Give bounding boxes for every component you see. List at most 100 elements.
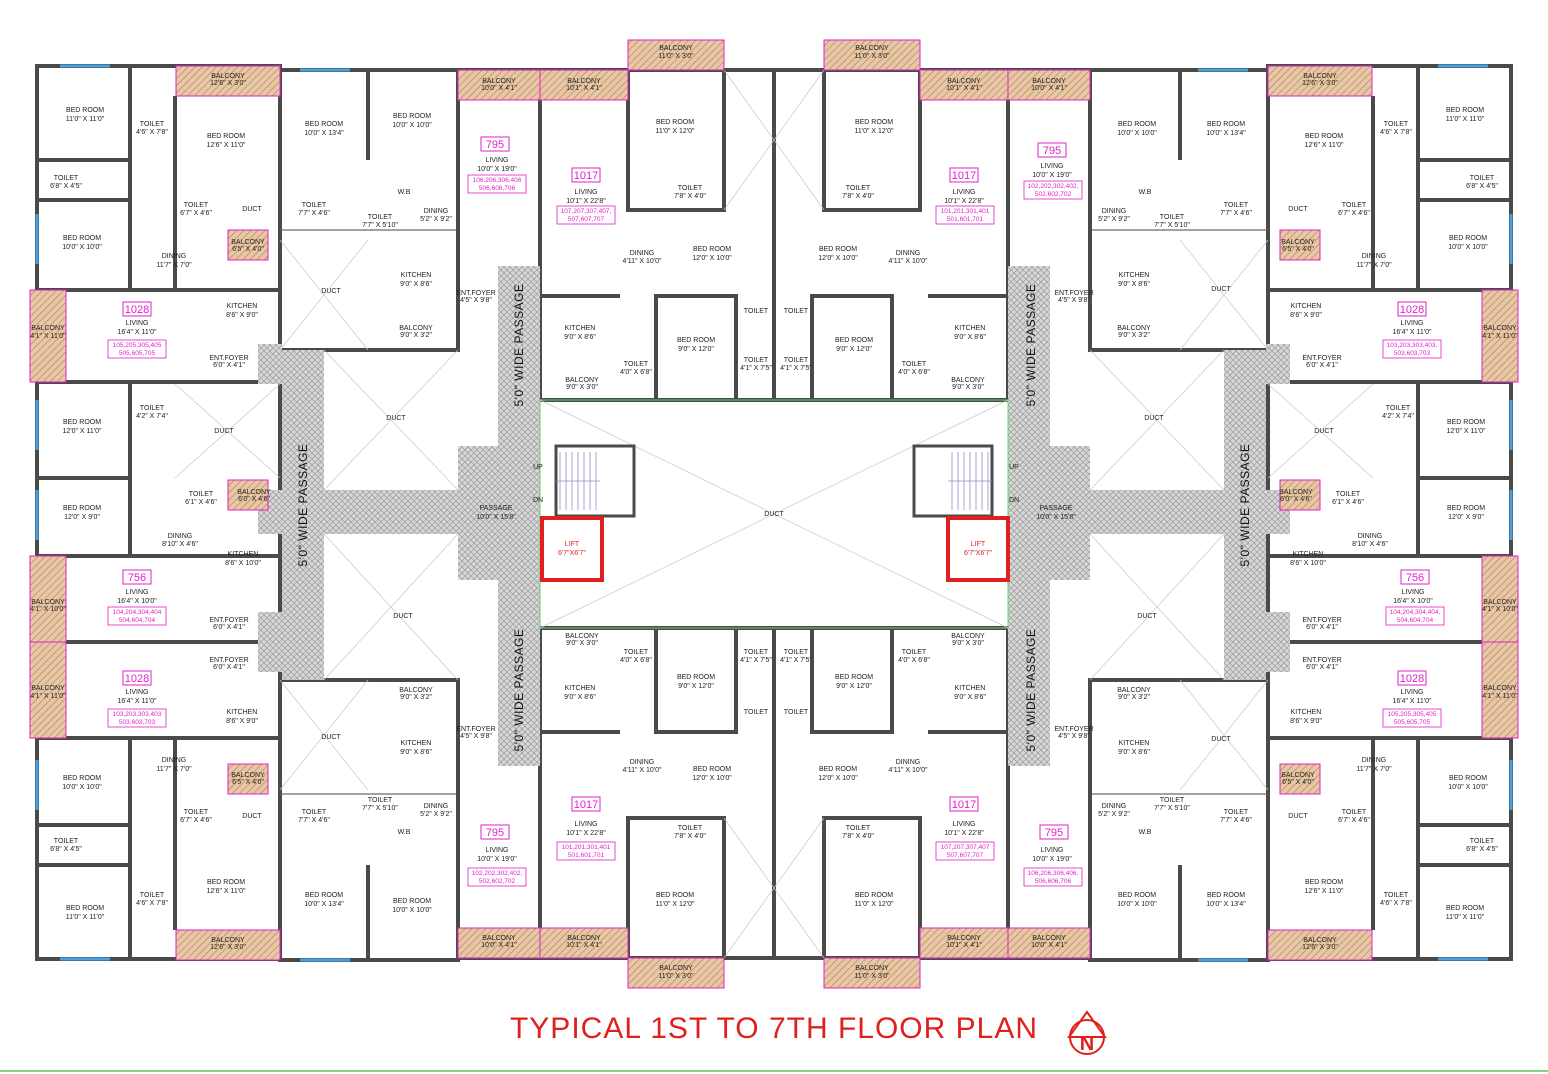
room-name: BALCONY (565, 633, 599, 640)
room-name: KITCHEN (1119, 740, 1150, 747)
room-size: 10'1" X 4'1" (946, 85, 982, 92)
room-size: 9'0" X 8'6" (954, 334, 986, 341)
room-name: BALCONY (211, 73, 245, 80)
room-size: 4'11" X 10'0" (622, 767, 662, 774)
room-name: TOILET (744, 308, 769, 315)
room-name: BALCONY (947, 935, 981, 942)
room-size: 4'1" X 11'0" (1482, 333, 1518, 340)
room-size: 7'8" X 4'0" (674, 833, 706, 840)
room-size: 11'0" X 12'0" (655, 901, 695, 908)
room-name: DINING (1102, 803, 1127, 810)
room-name: TOILET (1224, 809, 1249, 816)
unit-numbers: 103,203,303,403 (113, 711, 162, 718)
room-name: TOILET (1470, 838, 1495, 845)
room-size: 10'0" X 4'1" (1031, 942, 1067, 949)
room-size: 4'1" X 7'5" (780, 365, 812, 372)
room-name: W.B (1139, 189, 1152, 196)
room-name: BALCONY (1279, 489, 1313, 496)
room-size: 5'2" X 9'2" (1098, 216, 1130, 223)
room-name: BALCONY (565, 377, 599, 384)
passage-label-center-sw: 5'0" WIDE PASSAGE (512, 629, 526, 752)
room-size: 6'5" X 4'0" (232, 779, 264, 786)
room-name: BED ROOM (677, 674, 715, 681)
staircase-left (554, 444, 636, 518)
room-name: BALCONY (231, 772, 265, 779)
room-name: TOILET (624, 361, 649, 368)
room-size: 12'0" X 10'0" (818, 255, 858, 262)
room-name: KITCHEN (227, 303, 258, 310)
unit-numbers: 104,204,304,404 (113, 609, 162, 616)
room-name: DINING (162, 757, 187, 764)
room-name: BALCONY (231, 239, 265, 246)
room-size: 4'1" X 11'0" (30, 693, 66, 700)
passage-right-name: PASSAGE (1040, 505, 1073, 512)
room-size: 16'4" X 10'0" (1393, 598, 1433, 605)
north-arrow-icon: N (1067, 1010, 1107, 1055)
room-name: BALCONY (1117, 325, 1151, 332)
duct-label: DUCT (321, 734, 341, 741)
room-size: 4'0" X 6'8" (620, 657, 652, 664)
room-size: 4'11" X 10'0" (888, 258, 928, 265)
room-name: BED ROOM (855, 892, 893, 899)
room-name: BED ROOM (305, 892, 343, 899)
room-name: BED ROOM (1449, 775, 1487, 782)
room-size: 8'6" X 9'0" (226, 718, 258, 725)
room-size: 11'0" X 11'0" (66, 914, 105, 921)
lift-left-label: LIFT (565, 541, 580, 548)
room-size: 7'7" X 4'6" (1220, 817, 1252, 824)
room-name: BED ROOM (677, 337, 715, 344)
room-size: 4'1" X 7'5" (740, 657, 772, 664)
room-size: 10'1" X 22'8" (566, 830, 606, 837)
room-size: 11'0" X 12'0" (854, 901, 894, 908)
unit-numbers: 501,601,701 (947, 216, 984, 223)
room-size: 4'1" X 10'0" (30, 606, 66, 613)
room-labels-west-middle: BED ROOM 12'0" X 11'0" TOILET 4'2" X 7'4… (30, 288, 413, 741)
room-name: KITCHEN (228, 551, 259, 558)
stair-right-dn: DN (1009, 497, 1019, 504)
room-size: 9'0" X 8'6" (564, 334, 596, 341)
room-size: 12'0" X 10'0" (818, 775, 858, 782)
room-size: 7'8" X 4'0" (842, 193, 874, 200)
room-name: TOILET (784, 709, 809, 716)
room-size: 11'0" X 3'0" (854, 53, 890, 60)
room-name: BED ROOM (63, 505, 101, 512)
room-size: 4'5" X 9'8" (460, 733, 492, 740)
room-labels-east-north: BED ROOM 11'0" X 11'0" TOILET 4'6" X 7'8… (780, 45, 1518, 391)
room-size: 4'6" X 7'8" (136, 129, 168, 136)
room-name: DINING (896, 759, 921, 766)
room-size: 11'0" X 3'0" (658, 53, 694, 60)
unit-area: 1028 (125, 673, 149, 685)
balconies (29, 39, 1519, 989)
room-size: 10'0" X 10'0" (62, 244, 102, 251)
room-size: 4'0" X 6'8" (898, 369, 930, 376)
room-size: 7'7" X 5'10" (362, 222, 398, 229)
room-size: 10'0" X 10'0" (1448, 784, 1488, 791)
room-name: TOILET (744, 649, 769, 656)
room-name: ENT.FOYER (1054, 290, 1093, 297)
room-name: BALCONY (1483, 325, 1517, 332)
unit-numbers: 505,605,705 (1394, 719, 1431, 726)
room-size: 9'0" X 3'2" (400, 332, 432, 339)
room-size: 12'6" X 11'0" (1304, 888, 1344, 895)
room-name: KITCHEN (1291, 303, 1322, 310)
unit-numbers: 504,604,704 (1397, 617, 1434, 624)
room-name: LIVING (1402, 589, 1425, 596)
room-size: 8'6" X 9'0" (1290, 312, 1322, 319)
stair-left-up: UP (533, 464, 543, 471)
room-size: 11'0" X 12'0" (655, 128, 695, 135)
room-size: 7'8" X 4'0" (842, 833, 874, 840)
room-name: KITCHEN (1291, 709, 1322, 716)
room-size: 9'0" X 3'0" (952, 640, 984, 647)
room-name: TOILET (784, 649, 809, 656)
room-name: BALCONY (1032, 78, 1066, 85)
unit-tag: 795 102,202,302,402, 502,602,702 (467, 824, 527, 887)
room-name: TOILET (140, 405, 165, 412)
unit-area: 1017 (952, 170, 976, 182)
room-size: 7'7" X 5'10" (362, 805, 398, 812)
unit-numbers: 507,607,707 (568, 216, 605, 223)
room-size: 6'8" X 4'5" (50, 183, 82, 190)
duct-label: DUCT (1211, 736, 1231, 743)
unit-numbers: 103,203,303,403, (1387, 342, 1438, 349)
unit-numbers: 503,603,703 (1394, 350, 1431, 357)
unit-numbers: 502,602,702 (1035, 191, 1072, 198)
